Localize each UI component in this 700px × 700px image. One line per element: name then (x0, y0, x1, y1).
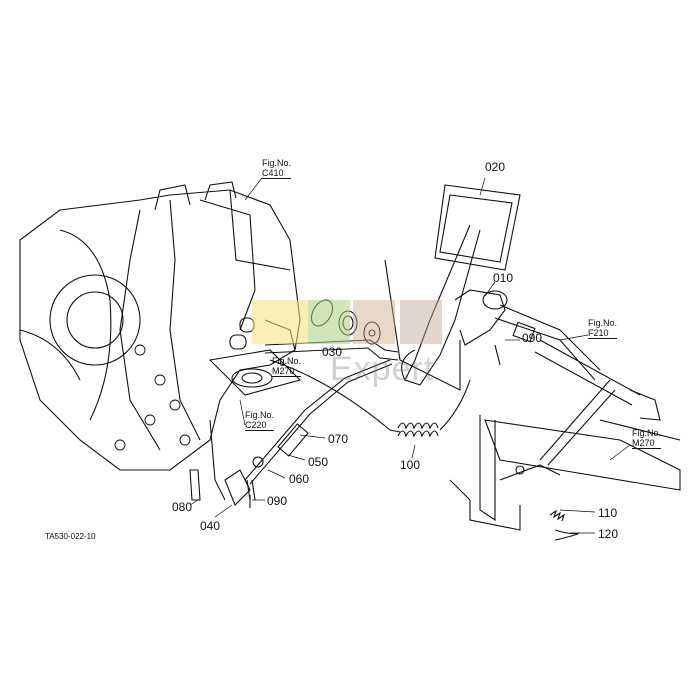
part-040[interactable]: 040 (200, 519, 221, 533)
shaft-f210 (534, 339, 661, 421)
clutch-rod (189, 359, 393, 506)
part-080[interactable]: 080 (172, 500, 193, 514)
part-050[interactable]: 050 (308, 455, 329, 469)
fig-number: F210 (588, 328, 618, 339)
fig-ref-m270[interactable]: Fig.No.M270 (272, 356, 302, 377)
return-spring (397, 379, 471, 438)
fig-label: Fig.No. (632, 428, 662, 438)
watermark-logo (252, 300, 308, 344)
fig-label: Fig.No. (588, 318, 618, 328)
spring-110 (549, 509, 581, 541)
fig-label: Fig.No. (245, 410, 275, 420)
part-060[interactable]: 060 (289, 472, 310, 486)
fig-number: C410 (262, 168, 292, 179)
part-110[interactable]: 110 (598, 506, 618, 520)
cover (208, 349, 302, 396)
fig-label: Fig.No. (262, 158, 292, 168)
fig-ref-f210[interactable]: Fig.No.F210 (588, 318, 618, 339)
cable (269, 359, 401, 433)
part-020[interactable]: 020 (485, 160, 506, 174)
part-030[interactable]: 030 (322, 345, 343, 359)
fig-ref-m270-right[interactable]: Fig.No.M270 (632, 428, 662, 449)
fig-number: C220 (245, 420, 275, 431)
part-100[interactable]: 100 (400, 458, 421, 472)
pin-090-right (494, 344, 501, 366)
clutch-pedal (401, 184, 601, 386)
transmission-housing (19, 181, 301, 501)
part-120[interactable]: 120 (598, 527, 619, 541)
watermark-logo (308, 300, 350, 344)
part-090-right[interactable]: 090 (522, 331, 543, 345)
fig-label: Fig.No. (272, 356, 302, 366)
fig-ref-c410[interactable]: Fig.No.C410 (262, 158, 292, 179)
fig-number: M270 (272, 366, 302, 377)
frame-m270 (384, 259, 681, 531)
fig-number: M270 (632, 438, 662, 449)
part-090-left[interactable]: 090 (267, 494, 288, 508)
watermark-text: Expert (330, 350, 435, 388)
part-010[interactable]: 010 (493, 271, 514, 285)
watermark-logo (400, 300, 442, 344)
diagram-code: TA530-022-10 (45, 532, 96, 541)
watermark-logo (353, 300, 395, 344)
leader-lines (189, 177, 631, 534)
part-070[interactable]: 070 (328, 432, 349, 446)
fig-ref-c220[interactable]: Fig.No.C220 (245, 410, 275, 431)
